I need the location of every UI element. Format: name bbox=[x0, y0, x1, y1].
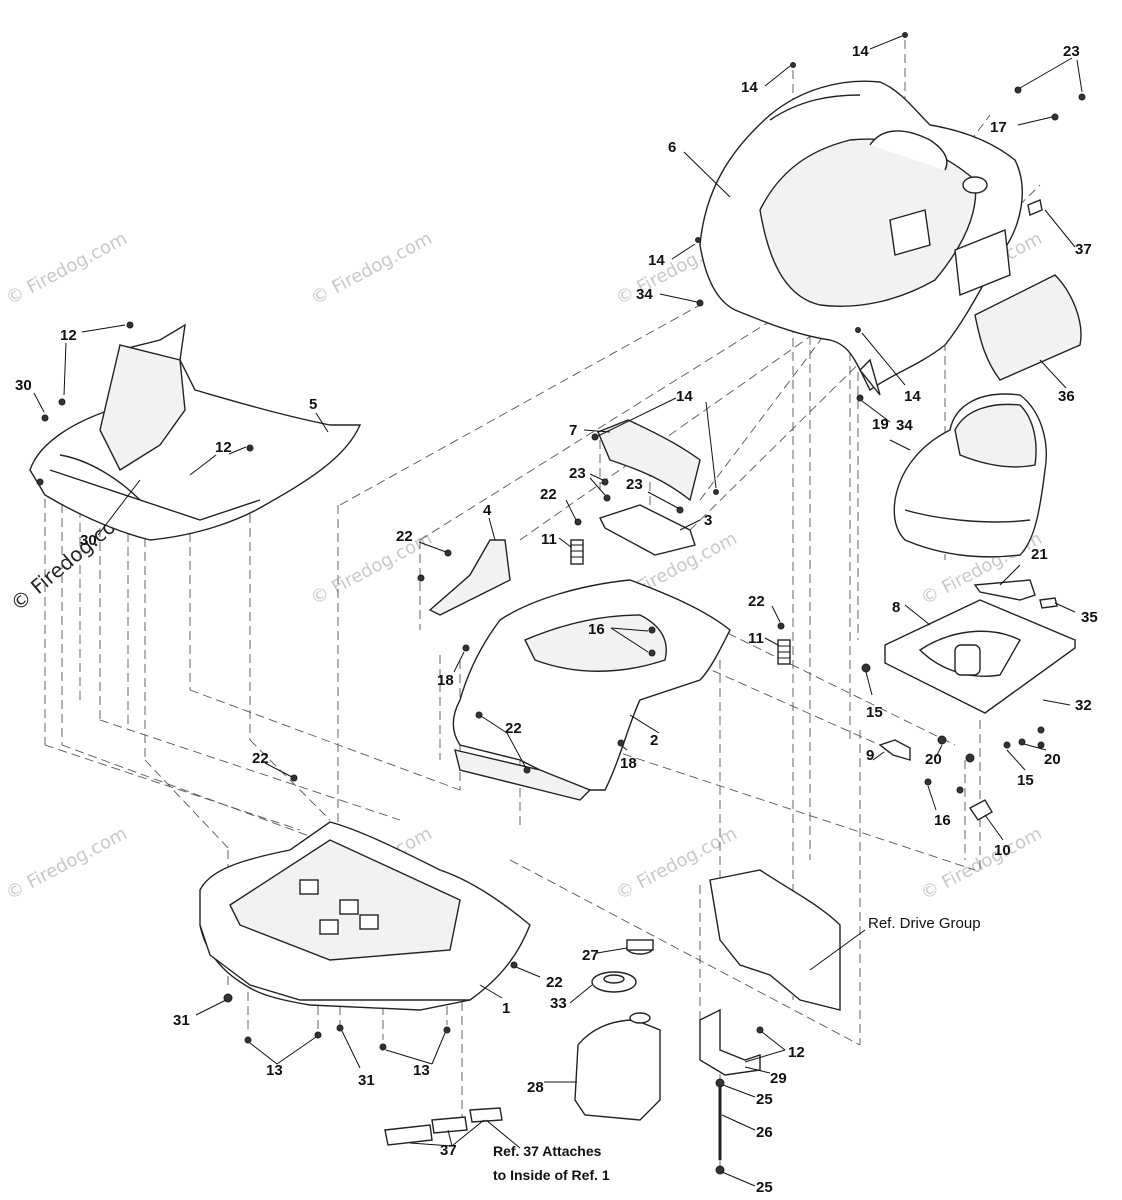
callout-34: 34 bbox=[636, 286, 653, 303]
bracket-part-21 bbox=[973, 579, 1036, 601]
callout-17: 17 bbox=[990, 119, 1007, 136]
callout-16: 16 bbox=[588, 621, 605, 638]
bracket-part-29 bbox=[699, 1008, 761, 1076]
footrest-part-1 bbox=[199, 821, 531, 1011]
callout-22: 22 bbox=[540, 486, 557, 503]
part-33 bbox=[591, 971, 637, 993]
decal-part-37-upper bbox=[1027, 199, 1043, 216]
callout-1: 1 bbox=[502, 1000, 510, 1017]
ref37-note-line1: Ref. 37 Attaches bbox=[493, 1143, 602, 1159]
fuel-cap-part-27 bbox=[626, 939, 654, 955]
callout-14: 14 bbox=[904, 388, 921, 405]
callout-28: 28 bbox=[527, 1079, 544, 1096]
callout-22: 22 bbox=[546, 974, 563, 991]
callout-14: 14 bbox=[676, 388, 693, 405]
callout-18: 18 bbox=[437, 672, 454, 689]
callout-23: 23 bbox=[569, 465, 586, 482]
bracket-part-3 bbox=[599, 504, 696, 556]
callout-3: 3 bbox=[704, 512, 712, 529]
callout-31: 31 bbox=[358, 1072, 375, 1089]
part-7 bbox=[597, 419, 701, 502]
leader-lines bbox=[33, 35, 1083, 1187]
callout-22: 22 bbox=[252, 750, 269, 767]
watermark: © Firedog.com bbox=[2, 823, 130, 904]
callout-19: 19 bbox=[872, 416, 889, 433]
spring-part-11b bbox=[777, 639, 791, 665]
spring-part-11 bbox=[570, 539, 584, 565]
bracket-part-9 bbox=[878, 739, 911, 761]
bracket-part-4 bbox=[428, 539, 511, 616]
callout-13: 13 bbox=[266, 1062, 283, 1079]
callout-12: 12 bbox=[215, 439, 232, 456]
decal-part-37-lower-c bbox=[469, 1107, 503, 1123]
callout-22: 22 bbox=[396, 528, 413, 545]
callout-15: 15 bbox=[1017, 772, 1034, 789]
callout-labels: 12 30 12 5 30 14 14 23 17 6 37 14 34 36 … bbox=[15, 43, 1098, 1196]
callout-5: 5 bbox=[309, 396, 317, 413]
callout-12: 12 bbox=[788, 1044, 805, 1061]
callout-31: 31 bbox=[173, 1012, 190, 1029]
decal-part-36 bbox=[974, 274, 1082, 381]
callout-29: 29 bbox=[770, 1070, 787, 1087]
watermark: © Firedog.com bbox=[2, 228, 130, 309]
callout-11: 11 bbox=[748, 630, 764, 647]
callout-14: 14 bbox=[852, 43, 869, 60]
callout-20: 20 bbox=[925, 751, 942, 768]
callout-22: 22 bbox=[748, 593, 765, 610]
callout-12: 12 bbox=[60, 327, 77, 344]
ref37-note-line2: to Inside of Ref. 1 bbox=[493, 1167, 610, 1183]
callout-23: 23 bbox=[626, 476, 643, 493]
callout-33: 33 bbox=[550, 995, 567, 1012]
callout-10: 10 bbox=[994, 842, 1011, 859]
callout-26: 26 bbox=[756, 1124, 773, 1141]
callout-30: 30 bbox=[15, 377, 32, 394]
callout-16: 16 bbox=[934, 812, 951, 829]
callout-7: 7 bbox=[569, 422, 577, 439]
seat-part-19 bbox=[893, 393, 1047, 558]
part-2 bbox=[452, 579, 731, 801]
callout-20: 20 bbox=[1044, 751, 1061, 768]
callout-27: 27 bbox=[582, 947, 599, 964]
callout-23: 23 bbox=[1063, 43, 1080, 60]
callout-37: 37 bbox=[1075, 241, 1092, 258]
callout-34: 34 bbox=[896, 417, 913, 434]
callout-30: 30 bbox=[80, 532, 97, 549]
callout-4: 4 bbox=[483, 502, 492, 519]
watermark: © Firedog.com bbox=[307, 528, 435, 609]
rear-body-part-6 bbox=[699, 80, 1023, 396]
callout-36: 36 bbox=[1058, 388, 1075, 405]
front-hood-part-5 bbox=[29, 323, 362, 541]
callout-6: 6 bbox=[668, 139, 676, 156]
callout-18: 18 bbox=[620, 755, 637, 772]
decal-part-37-lower-b bbox=[431, 1116, 468, 1134]
callout-2: 2 bbox=[650, 732, 658, 749]
callout-11: 11 bbox=[541, 531, 557, 548]
watermark: © Firedog.com bbox=[917, 823, 1045, 904]
bracket-part-10 bbox=[968, 799, 993, 821]
callout-21: 21 bbox=[1031, 546, 1048, 563]
callout-35: 35 bbox=[1081, 609, 1098, 626]
callout-37: 37 bbox=[440, 1142, 457, 1159]
fuel-tank-part-28 bbox=[574, 1012, 661, 1121]
callout-14: 14 bbox=[741, 79, 758, 96]
ref-drive-group-label: Ref. Drive Group bbox=[868, 915, 981, 932]
seat-plate-part-8 bbox=[884, 599, 1077, 714]
part-35 bbox=[1039, 597, 1058, 609]
callout-9: 9 bbox=[866, 747, 874, 764]
decal-part-37-lower-a bbox=[384, 1124, 433, 1146]
callout-25: 25 bbox=[756, 1091, 773, 1108]
drive-group-bracket bbox=[709, 869, 841, 1011]
callout-15: 15 bbox=[866, 704, 883, 721]
callout-13: 13 bbox=[413, 1062, 430, 1079]
callout-8: 8 bbox=[892, 599, 900, 616]
callout-32: 32 bbox=[1075, 697, 1092, 714]
callout-14: 14 bbox=[648, 252, 665, 269]
callout-22: 22 bbox=[505, 720, 522, 737]
watermark: © Firedog.com bbox=[307, 228, 435, 309]
callout-25: 25 bbox=[756, 1179, 773, 1196]
hardware-fasteners bbox=[36, 32, 1086, 1175]
